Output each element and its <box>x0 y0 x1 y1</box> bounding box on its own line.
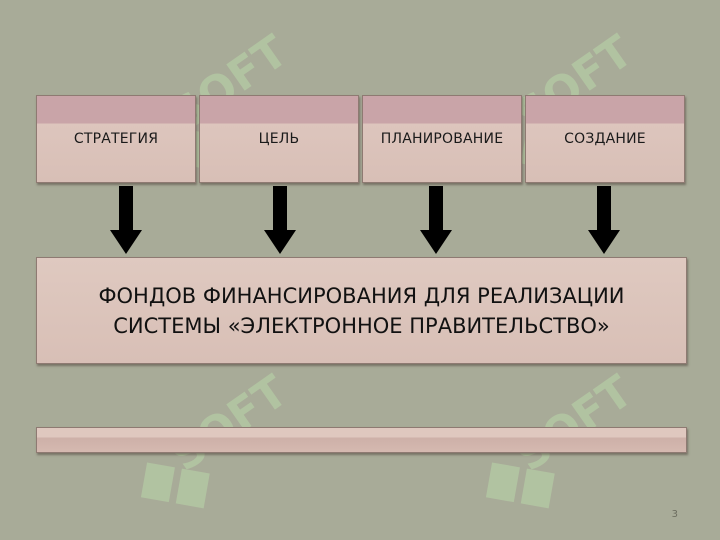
stage-label: ЦЕЛЬ <box>258 131 300 147</box>
empty-strip <box>36 427 687 453</box>
stage-label: СТРАТЕГИЯ <box>73 131 159 147</box>
down-arrow-icon <box>588 186 620 254</box>
stage-row: СТРАТЕГИЯ ЦЕЛЬ ПЛАНИРОВАНИЕ СОЗДАНИЕ <box>36 95 685 183</box>
down-arrow-icon <box>110 186 142 254</box>
stage-label: ПЛАНИРОВАНИЕ <box>380 131 504 147</box>
stage-label: СОЗДАНИЕ <box>564 131 646 147</box>
funding-box: ФОНДОВ ФИНАНСИРОВАНИЯ ДЛЯ РЕАЛИЗАЦИИ СИС… <box>36 257 687 364</box>
page-number: 3 <box>671 509 678 520</box>
stage-box-strategy: СТРАТЕГИЯ <box>36 95 196 183</box>
stage-box-planning: ПЛАНИРОВАНИЕ <box>362 95 522 183</box>
stage-box-goal: ЦЕЛЬ <box>199 95 359 183</box>
watermark-text: SOFT <box>162 366 297 482</box>
down-arrow-icon <box>264 186 296 254</box>
watermark-text: SOFT <box>507 366 642 482</box>
down-arrow-icon <box>420 186 452 254</box>
stage-box-creation: СОЗДАНИЕ <box>525 95 685 183</box>
funding-text: ФОНДОВ ФИНАНСИРОВАНИЯ ДЛЯ РЕАЛИЗАЦИИ СИС… <box>98 283 625 338</box>
